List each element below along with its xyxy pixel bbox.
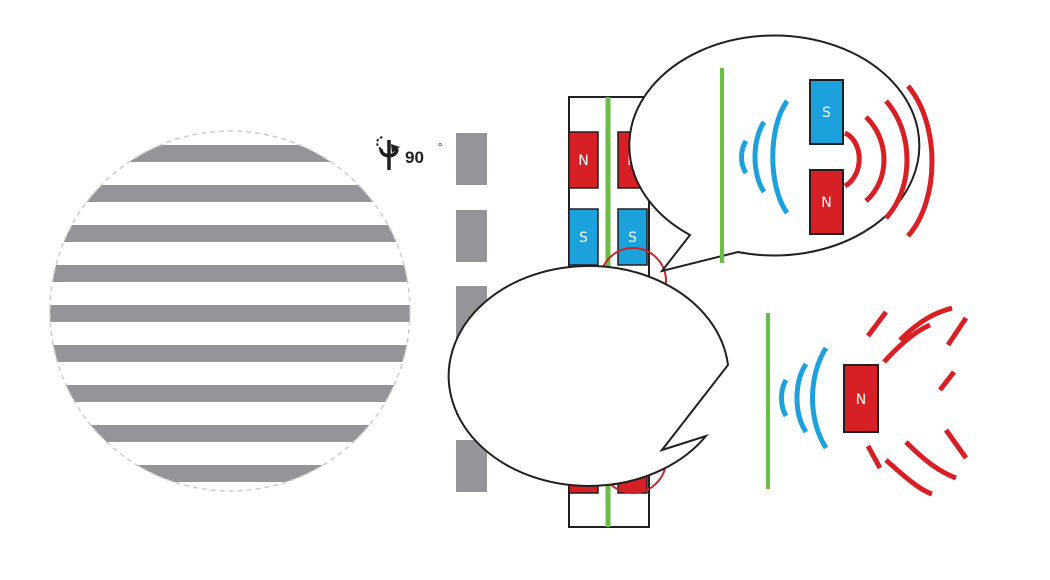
rotation-unit: ° bbox=[438, 142, 442, 154]
disc-stripe bbox=[50, 305, 410, 322]
side-view-block bbox=[456, 440, 487, 492]
side-view-block bbox=[456, 210, 487, 262]
disc-stripe bbox=[50, 145, 410, 162]
zoom-top-south-magnet: S bbox=[809, 79, 844, 145]
zoom-bottom-blue-waves bbox=[779, 346, 829, 450]
magnet-label: S bbox=[579, 230, 588, 246]
side-view-block bbox=[456, 133, 487, 185]
disc-stripe bbox=[50, 185, 410, 202]
disc-stripe bbox=[50, 265, 410, 282]
callout-bubble-bottom bbox=[447, 264, 730, 487]
zoom-top-south-label: S bbox=[822, 105, 831, 121]
disc-stripe bbox=[50, 385, 410, 402]
zoom-bottom-red-waves bbox=[865, 305, 969, 497]
disc-stripe bbox=[50, 425, 410, 442]
south-magnet: S bbox=[568, 208, 599, 266]
zoom-top-north-magnet: N bbox=[809, 169, 844, 235]
zoom-top-north-label: N bbox=[821, 195, 831, 211]
magnet-label: N bbox=[578, 153, 588, 169]
rotate-arrow-icon bbox=[376, 136, 400, 170]
disc-stripe bbox=[50, 225, 410, 242]
zoom-bottom-north-magnet: N bbox=[843, 364, 879, 433]
zoom-callout-bottom: N bbox=[447, 264, 969, 497]
striped-disc bbox=[49, 130, 411, 492]
disc-stripe bbox=[50, 465, 410, 482]
disc-stripe bbox=[50, 345, 410, 362]
zoom-callout-top: S N bbox=[628, 34, 935, 273]
disc-outline bbox=[49, 130, 411, 492]
zoom-bottom-north-label: N bbox=[856, 392, 866, 408]
rotation-indicator: 90 ° bbox=[376, 136, 442, 170]
magnet-label: S bbox=[628, 230, 637, 246]
zoom-top-red-waves bbox=[843, 84, 935, 238]
north-magnet: N bbox=[568, 131, 599, 189]
rotation-value: 90 bbox=[405, 148, 424, 167]
zoom-top-blue-waves bbox=[739, 99, 790, 215]
south-magnet: S bbox=[617, 208, 648, 266]
